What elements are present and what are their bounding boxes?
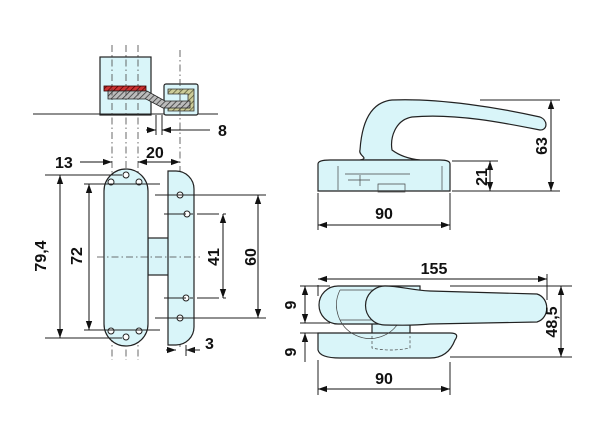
dim-screw-spacing: 72 <box>69 247 86 265</box>
dim-total-depth: 48,5 <box>544 306 561 337</box>
handle-lever <box>359 99 547 161</box>
dim-plate-length: 79,4 <box>33 240 50 271</box>
plate-front-view: 13 20 79,4 72 60 41 3 <box>33 145 266 356</box>
dim-handle-height: 63 <box>534 137 551 155</box>
spindle-link <box>107 90 191 109</box>
base-top-view <box>317 332 458 359</box>
dim-base-width-top: 90 <box>375 371 393 388</box>
dim-plate-offset: 13 <box>55 155 73 172</box>
dim-spindle-offset: 8 <box>218 123 227 140</box>
handle-lever-top <box>364 285 548 326</box>
dim-cover-hole-inner: 41 <box>206 248 223 266</box>
handle-side-view: 21 63 90 <box>317 99 560 230</box>
dim-base-height: 21 <box>474 168 491 186</box>
gasket <box>103 85 147 92</box>
dim-spindle-to-plate: 20 <box>146 145 164 162</box>
dim-handle-thickness: 9 <box>283 300 300 309</box>
dim-cover-thickness: 3 <box>205 336 214 353</box>
dim-base-thickness: 9 <box>283 347 300 356</box>
rosette-plate <box>103 168 149 347</box>
handle-base <box>317 159 451 192</box>
dim-base-width-side: 90 <box>375 206 393 223</box>
handle-top-view: 155 9 9 48,5 90 <box>283 261 572 395</box>
dim-handle-length: 155 <box>421 261 448 278</box>
dim-cover-hole-outer: 60 <box>243 248 260 266</box>
